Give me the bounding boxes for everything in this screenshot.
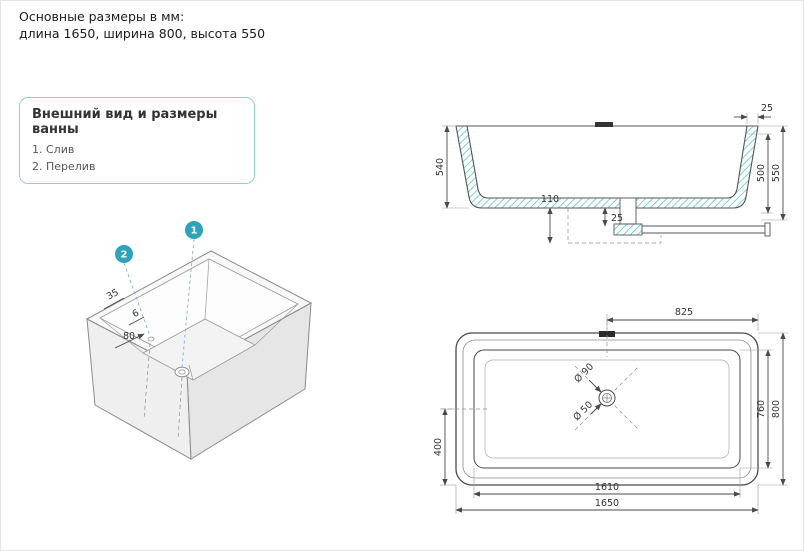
dim-top-1610: 1610 [595,482,619,493]
legend-item-overflow: 2. Перелив [32,159,96,173]
dim-iso-80: 80 [123,331,135,342]
callout-2-badge [115,245,133,263]
overflow-mark-side [595,122,613,127]
dim-side-25-drain: 25 [611,213,623,224]
dim-side-540: 540 [435,158,446,176]
legend-title: Внешний вид и размеры ванны [32,107,218,137]
dim-iso-6: 6 [130,308,141,321]
base-outline-dashed [567,208,662,244]
hidden-overflow-line [143,342,151,420]
top-plan-view: Ø 90 Ø 50 825 400 760 800 [433,307,788,514]
tub-section-walls [455,125,759,209]
drain-trap [613,223,643,236]
drain-hole [174,366,190,378]
isometric-view: 1 2 35 6 80 [85,221,313,460]
dim-iso-35: 35 [105,287,121,302]
side-section-view: 25 540 500 550 110 25 [435,103,788,244]
callout-2-leader [123,262,151,337]
legend-box: Внешний вид и размеры ванны 1. Слив 2. П… [19,97,255,184]
callout-1-number: 1 [191,226,198,237]
dim-side-110: 110 [541,194,559,205]
tub-outline-top [455,332,759,486]
dim-side-25-lip: 25 [761,103,773,114]
dim-side-500: 500 [756,164,767,182]
overflow-hole [147,336,155,342]
dim-top-1650: 1650 [595,498,619,509]
dim-top-825: 825 [675,307,693,318]
callout-1-badge [185,221,203,239]
header-line2: длина 1650, ширина 800, высота 550 [19,25,266,41]
dim-top-800: 800 [771,400,782,418]
dim-top-760: 760 [756,400,767,418]
header-block: Основные размеры в мм: длина 1650, ширин… [19,9,265,43]
dim-side-550: 550 [771,164,782,182]
legend-item-drain: 1. Слив [32,143,75,156]
dim-top-400: 400 [433,438,444,456]
drain-top-inner [602,393,612,403]
hidden-drain-line [177,376,183,440]
overflow-mark-top [599,331,615,337]
drain-pipe-end [764,222,771,237]
callout-2-number: 2 [121,250,128,261]
header-line1: Основные размеры в мм: [19,9,185,24]
